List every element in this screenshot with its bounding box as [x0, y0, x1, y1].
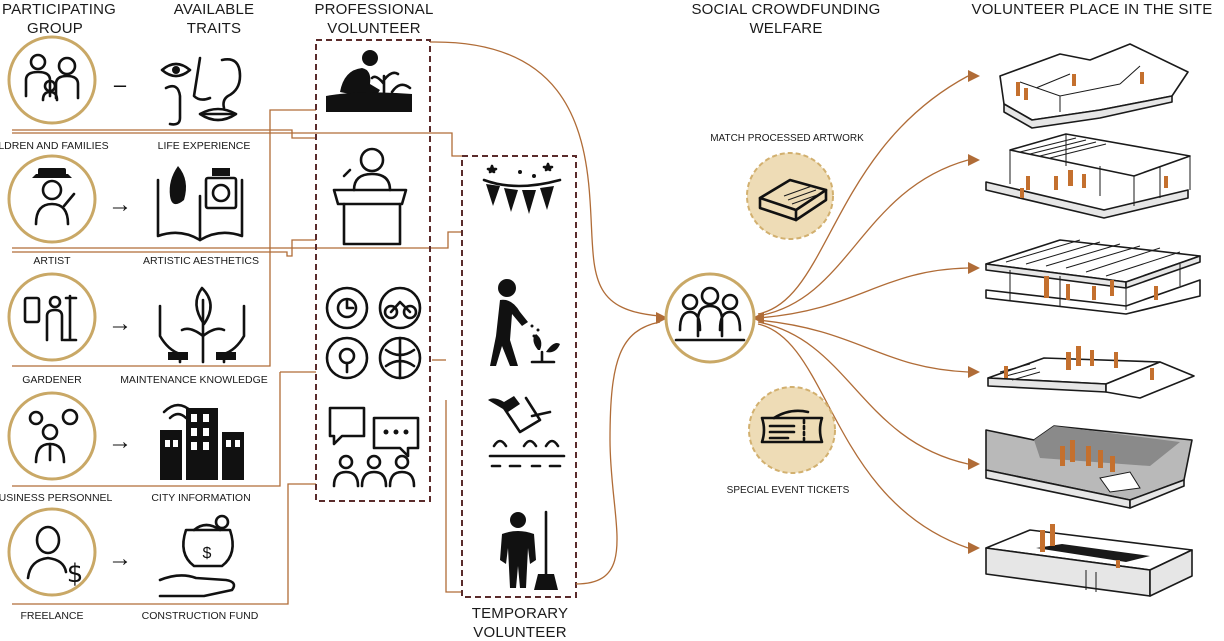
- volunteer-figures: [1016, 72, 1144, 100]
- gardener-icon: [23, 294, 78, 342]
- svg-text:TEMPORARY: TEMPORARY: [472, 605, 569, 622]
- header-available-traits: AVAILABLE TRAITS: [174, 1, 254, 37]
- watering-can-icon: [488, 396, 566, 468]
- artist-icon: [32, 168, 76, 226]
- volunteer-figures: [1004, 346, 1154, 380]
- svg-text:PROFESSIONAL: PROFESSIONAL: [314, 1, 433, 18]
- money-bag-icon: $: [158, 514, 236, 598]
- cleaning-person-icon: [500, 510, 558, 590]
- group-children-families: ILDREN AND FAMILIES: [0, 35, 109, 152]
- family-icon: [24, 53, 80, 102]
- svg-text:GROUP: GROUP: [27, 20, 83, 37]
- svg-text:GARDENER: GARDENER: [22, 374, 82, 386]
- connector-lines: [12, 109, 462, 605]
- svg-text:SOCIAL CROWDFUNDING: SOCIAL CROWDFUNDING: [691, 1, 880, 18]
- svg-text:LIFE EXPERIENCE: LIFE EXPERIENCE: [158, 140, 251, 152]
- svg-text:TRAITS: TRAITS: [187, 20, 242, 37]
- trait-artistic-aesthetics: ARTISTIC AESTHETICS: [143, 166, 259, 267]
- ticket-icon: [760, 409, 824, 444]
- trait-construction-fund: $ CONSTRUCTION FUND: [142, 514, 259, 622]
- group-business-personnel: BUSINESS PERSONNEL: [0, 391, 113, 504]
- group-trait-connectors: – → → → →: [108, 72, 132, 572]
- site-stage-platform: [987, 346, 1195, 399]
- svg-text:$: $: [67, 559, 84, 589]
- site-roof-frame-building: [985, 239, 1201, 315]
- svg-text:MATCH PROCESSED ARTWORK: MATCH PROCESSED ARTWORK: [710, 133, 864, 144]
- connector-dash: –: [114, 72, 127, 97]
- bunting-icon: [482, 162, 562, 214]
- svg-text:$: $: [203, 545, 212, 562]
- discussion-icon: [328, 406, 420, 488]
- svg-text:VOLUNTEER: VOLUNTEER: [327, 20, 421, 37]
- trait-life-experience: LIFE EXPERIENCE: [158, 56, 251, 152]
- volunteer-figures: [1060, 440, 1115, 472]
- temporary-volunteer-box: [461, 155, 577, 598]
- svg-text:ARTIST: ARTIST: [33, 255, 71, 267]
- svg-text:ILDREN AND FAMILIES: ILDREN AND FAMILIES: [0, 140, 109, 152]
- svg-text:SPECIAL EVENT TICKETS: SPECIAL EVENT TICKETS: [727, 485, 850, 496]
- connector-arrow: →: [108, 545, 132, 572]
- svg-text:MAINTENANCE KNOWLEDGE: MAINTENANCE KNOWLEDGE: [120, 374, 268, 386]
- group-freelance: $ FREELANCE: [7, 507, 97, 622]
- connector-arrow: →: [108, 428, 132, 455]
- svg-text:VOLUNTEER: VOLUNTEER: [473, 624, 567, 641]
- trait-city-information: CITY INFORMATION: [151, 403, 251, 504]
- business-person-icon: [28, 408, 79, 464]
- svg-text:VOLUNTEER PLACE IN THE SITE: VOLUNTEER PLACE IN THE SITE: [971, 1, 1212, 18]
- city-icon: [160, 403, 244, 480]
- svg-text:ARTISTIC AESTHETICS: ARTISTIC AESTHETICS: [143, 255, 259, 267]
- artwork-box-icon: [758, 178, 828, 222]
- volunteer-figures: [1040, 524, 1120, 568]
- group-gardener: GARDENER: [7, 272, 97, 386]
- gardening-person-icon: [490, 279, 560, 366]
- volunteer-figures: [1020, 170, 1168, 198]
- svg-text:BUSINESS PERSONNEL: BUSINESS PERSONNEL: [0, 492, 113, 504]
- planting-icon: [326, 50, 412, 112]
- header-participating-group: PARTICIPATING GROUP: [2, 1, 116, 37]
- crowdfunding-flows: [429, 41, 980, 585]
- svg-text:WELFARE: WELFARE: [749, 20, 822, 37]
- header-professional-volunteer: PROFESSIONAL VOLUNTEER: [314, 1, 433, 37]
- svg-text:FREELANCE: FREELANCE: [20, 610, 83, 622]
- volunteer-figures: [1044, 276, 1158, 300]
- svg-text:CONSTRUCTION FUND: CONSTRUCTION FUND: [142, 610, 259, 622]
- site-walled-enclosure: [985, 524, 1193, 597]
- site-courtyard-building: [999, 43, 1189, 129]
- special-event-tickets: SPECIAL EVENT TICKETS: [727, 386, 850, 496]
- trait-maintenance-knowledge: MAINTENANCE KNOWLEDGE: [120, 286, 268, 386]
- header-volunteer-place: VOLUNTEER PLACE IN THE SITE: [971, 1, 1212, 18]
- header-social-crowdfunding: SOCIAL CROWDFUNDING WELFARE: [691, 1, 880, 37]
- site-pavilion-building: [985, 133, 1191, 219]
- activities-icon: [325, 286, 422, 380]
- match-processed-artwork: MATCH PROCESSED ARTWORK: [710, 133, 864, 240]
- community-hub: [664, 272, 756, 364]
- community-group-icon: [674, 286, 746, 342]
- site-dark-hall: [985, 425, 1193, 509]
- plant-hands-icon: [158, 286, 246, 364]
- group-artist: ARTIST: [7, 154, 97, 267]
- header-temporary-volunteer: TEMPORARY VOLUNTEER: [472, 605, 569, 641]
- senses-icon: [160, 56, 242, 126]
- svg-text:PARTICIPATING: PARTICIPATING: [2, 1, 116, 18]
- svg-text:CITY INFORMATION: CITY INFORMATION: [151, 492, 250, 504]
- connector-arrow: →: [108, 191, 132, 218]
- freelancer-icon: $: [26, 525, 84, 589]
- art-book-icon: [156, 166, 244, 242]
- connector-arrow: →: [108, 310, 132, 337]
- svg-text:AVAILABLE: AVAILABLE: [174, 1, 254, 18]
- lecture-podium-icon: [332, 147, 408, 246]
- professional-volunteer-box: [315, 39, 431, 502]
